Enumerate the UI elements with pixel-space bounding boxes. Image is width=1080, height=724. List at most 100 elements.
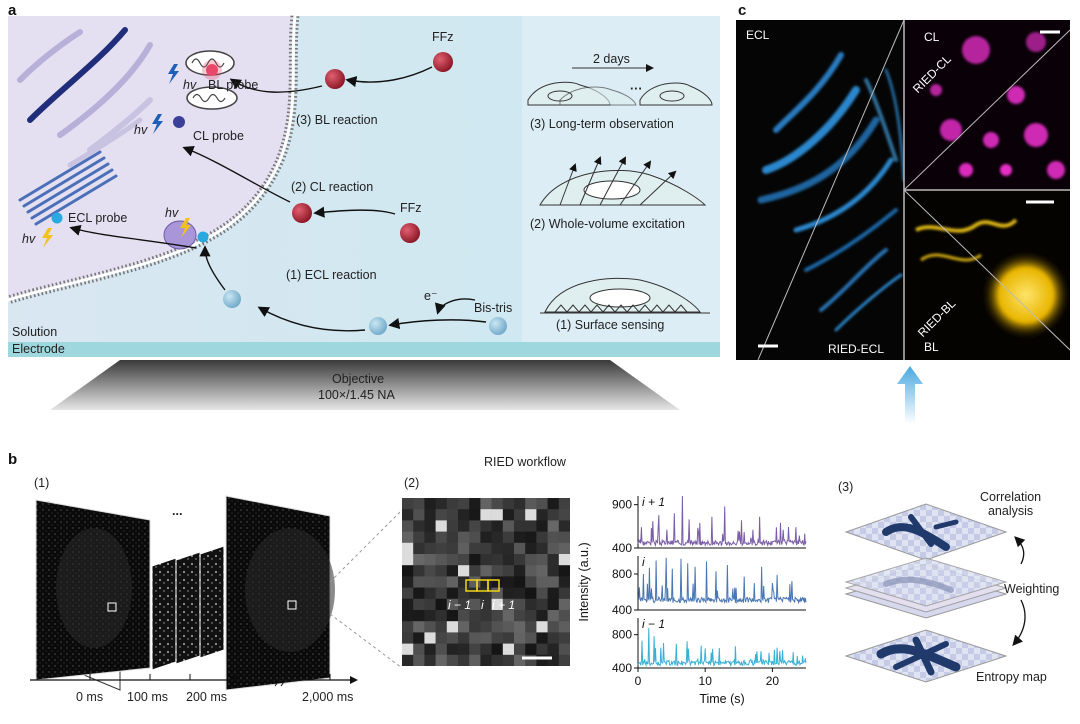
pixel-cell	[491, 531, 504, 544]
correlation-label: Correlation analysis	[980, 490, 1042, 518]
pixel-cell	[458, 654, 470, 666]
pixel-cell	[491, 520, 504, 532]
pixel-cell	[446, 621, 459, 633]
pixel-cell	[536, 576, 548, 588]
pixel-cell	[547, 632, 560, 644]
ecl-reaction-label: (1) ECL reaction	[286, 268, 377, 282]
pixel-cell	[525, 509, 537, 521]
ecl-image-label: ECL	[746, 28, 770, 42]
pixel-cell	[547, 576, 560, 588]
pixel-cell	[502, 554, 515, 566]
pixel-cell	[402, 654, 414, 666]
pixel-cell	[480, 542, 492, 555]
pixel-cell	[413, 654, 425, 666]
pixel-cell	[424, 654, 436, 666]
pixel-cell	[547, 587, 560, 600]
objective-label: Objective	[332, 372, 385, 386]
pixel-cell	[402, 610, 414, 622]
panel-c-images	[736, 20, 1070, 360]
y-tick-label: 400	[612, 661, 632, 675]
pixel-cell	[558, 598, 570, 611]
pixel-cell	[502, 542, 515, 555]
pixel-cell	[558, 632, 570, 644]
pixel-cell	[547, 520, 560, 532]
pixel-cell	[502, 498, 515, 510]
pixel-cell	[469, 610, 481, 622]
pixel-cell	[558, 610, 570, 622]
pixel-cell	[435, 509, 448, 521]
pixel-cell	[525, 542, 537, 555]
pixel-cell	[458, 554, 470, 566]
pixel-cell	[558, 554, 570, 566]
pixel-cell	[514, 542, 526, 555]
pixel-cell	[536, 621, 548, 633]
pixel-cell	[480, 554, 492, 566]
pixel-cell	[424, 587, 436, 600]
pixel-cell	[502, 598, 515, 611]
pixel-cell	[480, 610, 492, 622]
panel-a-illustration	[6, 15, 720, 410]
solution-label: Solution	[12, 325, 58, 339]
pixel-cell	[480, 643, 492, 656]
pixel-cell	[502, 509, 515, 521]
pixel-cell	[536, 654, 548, 666]
pixel-cell	[446, 598, 459, 611]
pixel-cell	[402, 598, 414, 611]
pixel-cell	[435, 554, 448, 566]
pixel-cell	[536, 598, 548, 611]
pixel-cell	[435, 610, 448, 622]
pixel-cell	[514, 598, 526, 611]
pixel-cell	[446, 643, 459, 656]
pixel-cell	[458, 610, 470, 622]
cl-image-label: CL	[924, 30, 940, 44]
series-label: i − 1	[642, 617, 665, 631]
pixel-cell	[413, 542, 425, 555]
pixel-cell	[413, 643, 425, 656]
pixel-cell	[413, 565, 425, 577]
pixel-cell	[402, 565, 414, 577]
pixel-cell	[547, 654, 560, 666]
pixel-cell	[514, 621, 526, 633]
pixel-cell	[525, 520, 537, 532]
pixel-cell	[446, 654, 459, 666]
pixel-cell	[558, 565, 570, 577]
entropy-analysis-diagram	[844, 503, 1026, 683]
pixel-cell	[558, 542, 570, 555]
pixel-cell	[446, 632, 459, 644]
x-tick-label: 0	[635, 674, 642, 688]
pixel-cell	[469, 542, 481, 555]
pixel-cell	[458, 598, 470, 611]
pixel-cell	[469, 643, 481, 656]
pixel-cell	[458, 565, 470, 577]
pixel-cell	[435, 654, 448, 666]
pixel-cell	[413, 587, 425, 600]
pixel-cell	[424, 621, 436, 633]
pixel-cell	[558, 587, 570, 600]
pixel-cell	[446, 565, 459, 577]
pixel-cell	[491, 554, 504, 566]
frames-ellipsis: ...	[172, 504, 183, 518]
time-tick-3: 2,000 ms	[302, 690, 354, 704]
pixel-cell	[536, 643, 548, 656]
y-axis-label: Intensity (a.u.)	[577, 542, 591, 621]
hv-bl-label: hv	[183, 78, 197, 92]
hv-ecl-label: hv	[22, 232, 36, 246]
pixel-cell	[402, 643, 414, 656]
pixel-cell	[491, 498, 504, 510]
ffz-top-label: FFz	[432, 30, 454, 44]
entropy-label: Entropy map	[976, 670, 1047, 684]
x-tick-label: 20	[766, 674, 780, 688]
pixel-cell	[424, 632, 436, 644]
pixel-cell	[446, 520, 459, 532]
pixel-cell	[491, 643, 504, 656]
pixel-cell	[547, 643, 560, 656]
pixel-cell	[480, 598, 492, 611]
pixel-cell	[435, 632, 448, 644]
pixel-cell	[469, 554, 481, 566]
hv-membrane-label: hv	[165, 206, 179, 220]
pixel-cell	[480, 576, 492, 588]
dots-label: ···	[630, 82, 643, 96]
bl-probe-label: BL probe	[208, 78, 259, 92]
pixel-cell	[491, 654, 504, 666]
pixel-cell	[558, 509, 570, 521]
